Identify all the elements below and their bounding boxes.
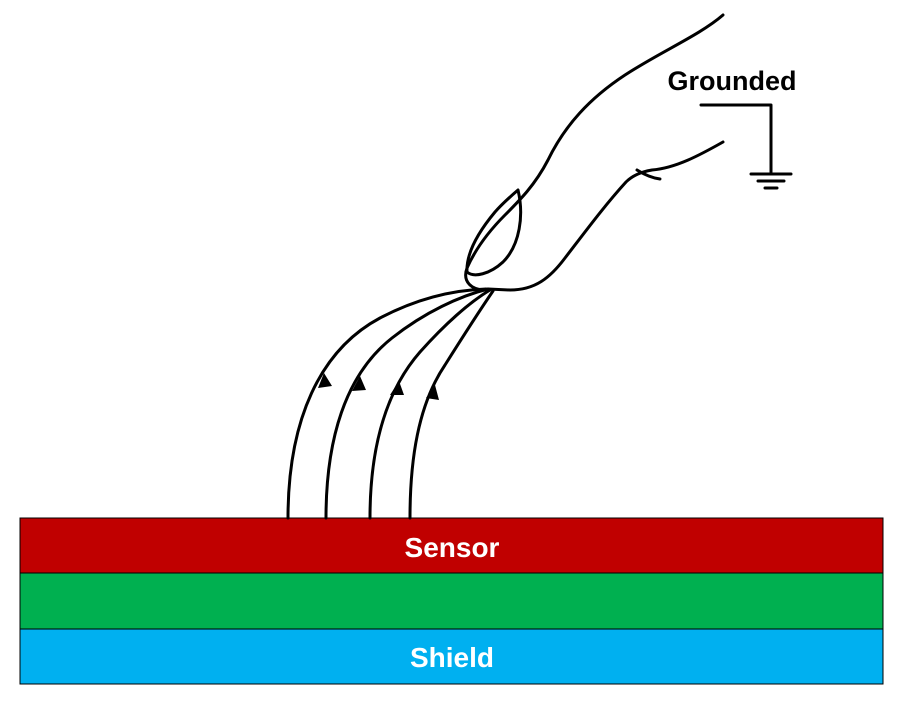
arrowhead-icon: [426, 385, 439, 400]
grounded-label: Grounded: [668, 66, 797, 96]
middle-layer: [19, 572, 884, 630]
knuckle-crease: [635, 168, 662, 181]
field-lines: [286, 287, 495, 520]
finger-upper-outline: [464, 13, 725, 292]
finger-icon: [464, 13, 725, 292]
field-line-2: [324, 287, 490, 520]
sensor-layer: [19, 517, 884, 574]
arrowhead-icon: [318, 373, 332, 388]
shield-layer: [19, 628, 884, 685]
field-line-1: [286, 287, 488, 520]
arrowhead-icon: [390, 381, 404, 395]
ground-symbol-icon: [749, 172, 793, 190]
ground-connection: Grounded: [668, 66, 797, 190]
shield-label: Shield: [410, 642, 494, 673]
sensor-label: Sensor: [405, 532, 500, 563]
field-line-3: [368, 288, 492, 520]
layer-stack: Sensor Shield: [19, 517, 884, 685]
ground-wire: [699, 103, 773, 174]
fingernail: [465, 188, 523, 277]
finger-lower-outline: [486, 140, 725, 292]
field-line-4: [408, 289, 495, 520]
arrowhead-icon: [352, 376, 366, 391]
